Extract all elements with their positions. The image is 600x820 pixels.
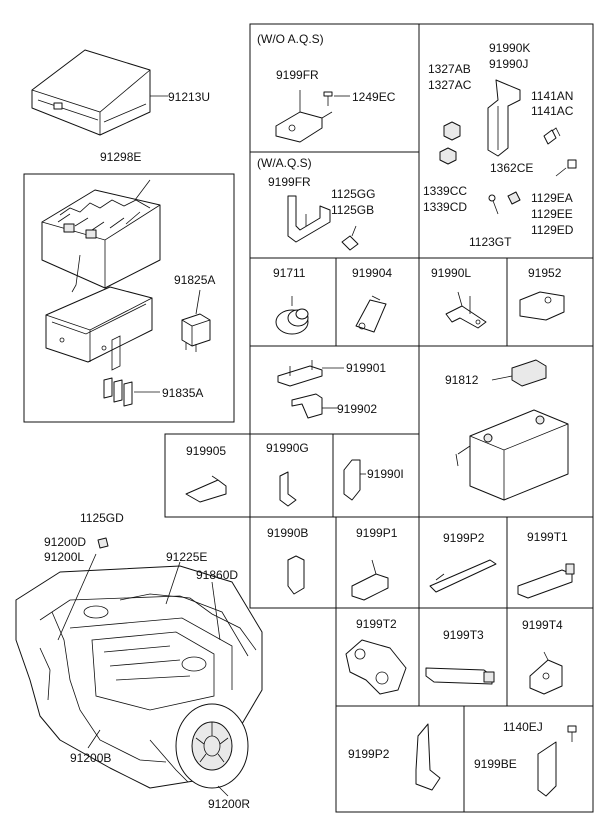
label-91860d: 91860D bbox=[196, 568, 238, 582]
label-1125gb: 1125GB bbox=[331, 203, 374, 217]
fuse-box-cover-drawing bbox=[31, 49, 168, 136]
bracket-9199p2-b-drawing bbox=[415, 723, 441, 791]
label-91835a: 91835A bbox=[162, 386, 203, 400]
label-919901: 919901 bbox=[346, 361, 386, 375]
bracket-91990i-drawing bbox=[343, 459, 366, 501]
bracket-91990l-drawing bbox=[445, 291, 487, 329]
label-91298e: 91298E bbox=[100, 150, 141, 164]
vehicle-trunk-drawing bbox=[15, 553, 263, 797]
label-9199fr-b: 9199FR bbox=[268, 175, 311, 189]
bracket-919904-drawing bbox=[355, 295, 387, 333]
part-labels: 91213U 91298E 91825A 91835A (W/O A.Q.S) … bbox=[44, 32, 574, 811]
bracket-9199fr-b-drawing bbox=[287, 195, 359, 251]
label-wo-aqs: (W/O A.Q.S) bbox=[257, 32, 324, 46]
label-9199p2-b: 9199P2 bbox=[348, 747, 390, 761]
label-9199t2: 9199T2 bbox=[356, 617, 397, 631]
label-91990j: 91990J bbox=[489, 57, 528, 71]
bracket-9199t1-drawing bbox=[517, 563, 575, 599]
label-91200b: 91200B bbox=[70, 751, 111, 765]
label-1123gt: 1123GT bbox=[469, 235, 512, 249]
label-919902: 919902 bbox=[337, 402, 377, 416]
label-91990i: 91990I bbox=[367, 467, 404, 481]
bracket-9199t2-drawing bbox=[345, 639, 407, 695]
label-9199t4: 9199T4 bbox=[522, 618, 563, 632]
label-1129ed: 1129ED bbox=[531, 223, 574, 237]
bolt-1125gd-drawing bbox=[97, 537, 109, 549]
bracket-91990b-drawing bbox=[287, 555, 305, 595]
label-wa-aqs: (W/A.Q.S) bbox=[257, 156, 312, 170]
label-1125gg: 1125GG bbox=[331, 187, 375, 201]
label-91990g: 91990G bbox=[266, 441, 309, 455]
label-91213u: 91213U bbox=[168, 90, 210, 104]
label-91952: 91952 bbox=[528, 266, 562, 280]
battery-91812-drawing bbox=[455, 359, 569, 501]
label-1140ej: 1140EJ bbox=[503, 720, 543, 734]
label-1339cd: 1339CD bbox=[423, 200, 467, 214]
label-91812: 91812 bbox=[445, 373, 479, 387]
label-9199be: 9199BE bbox=[474, 757, 517, 771]
grommet-91711-drawing bbox=[275, 296, 309, 335]
bracket-9199p2-a-drawing bbox=[429, 559, 497, 593]
label-9199fr-a: 9199FR bbox=[276, 68, 319, 82]
plate-91952-drawing bbox=[519, 291, 565, 321]
bracket-9199be-drawing bbox=[537, 725, 577, 797]
label-919905: 919905 bbox=[186, 444, 226, 458]
label-1362ce: 1362CE bbox=[490, 161, 533, 175]
label-919904: 919904 bbox=[352, 266, 392, 280]
label-1129ea: 1129EA bbox=[531, 191, 573, 205]
label-1141ac: 1141AC bbox=[531, 104, 574, 118]
bracket-9199p1-drawing bbox=[351, 559, 389, 601]
label-91990b: 91990B bbox=[267, 526, 308, 540]
label-1339cc: 1339CC bbox=[423, 184, 467, 198]
bracket-919901-drawing bbox=[277, 360, 344, 419]
label-91711: 91711 bbox=[273, 266, 306, 280]
label-91990k: 91990K bbox=[489, 41, 530, 55]
label-1141an: 1141AN bbox=[531, 89, 573, 103]
label-9199t3: 9199T3 bbox=[443, 628, 484, 642]
label-91825a: 91825A bbox=[174, 273, 215, 287]
label-91225e: 91225E bbox=[166, 550, 207, 564]
label-1327ab: 1327AB bbox=[428, 62, 471, 76]
bracket-91990g-drawing bbox=[279, 471, 297, 507]
bracket-9199t3-drawing bbox=[425, 667, 495, 685]
grid-lines bbox=[23, 23, 594, 813]
bracket-919905-drawing bbox=[185, 475, 227, 503]
label-9199t1: 9199T1 bbox=[527, 530, 568, 544]
label-1327ac: 1327AC bbox=[428, 78, 472, 92]
bracket-91990k-drawing bbox=[439, 79, 577, 215]
label-91200r: 91200R bbox=[208, 797, 250, 811]
label-1249ec: 1249EC bbox=[352, 90, 396, 104]
relay-box-drawing bbox=[41, 179, 211, 407]
label-1125gd: 1125GD bbox=[80, 511, 124, 525]
label-1129ee: 1129EE bbox=[531, 207, 573, 221]
bracket-9199fr-a-drawing bbox=[275, 90, 350, 143]
bracket-9199t4-drawing bbox=[529, 651, 563, 695]
label-9199p1: 9199P1 bbox=[356, 526, 398, 540]
label-91200l: 91200L bbox=[44, 550, 84, 564]
label-91200d: 91200D bbox=[44, 535, 86, 549]
label-9199p2-a: 9199P2 bbox=[443, 531, 485, 545]
label-91990l: 91990L bbox=[431, 266, 471, 280]
